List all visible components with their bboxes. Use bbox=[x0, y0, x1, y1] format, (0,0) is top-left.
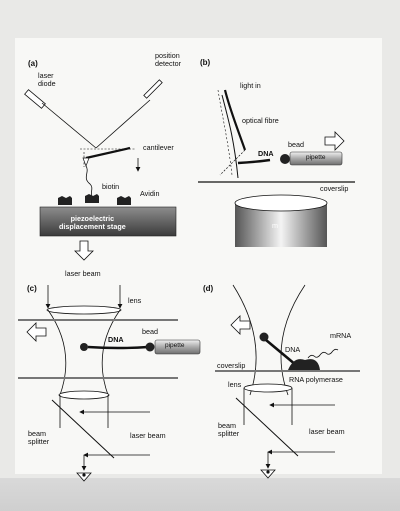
left-arrow-icon bbox=[26, 322, 47, 342]
laser-beam-top-label: laser beam bbox=[65, 269, 101, 278]
cantilever-label: cantilever bbox=[143, 143, 174, 152]
eye-icon-d bbox=[260, 469, 276, 479]
lens-c-top bbox=[46, 305, 122, 315]
dna-strand-d bbox=[265, 339, 297, 366]
bead-label-b: bead bbox=[288, 140, 304, 149]
panel-d-letter: (d) bbox=[203, 284, 214, 293]
panel-a-letter: (a) bbox=[28, 59, 38, 68]
beam-splitter-c bbox=[51, 399, 115, 459]
laser-beam-in bbox=[41, 102, 97, 149]
panel-b-letter: (b) bbox=[200, 58, 211, 67]
avidin-block-3 bbox=[117, 196, 131, 205]
scan-edge bbox=[0, 478, 400, 511]
dna-label-b: DNA bbox=[258, 149, 274, 158]
beam-splitter-label-d: beam splitter bbox=[218, 421, 240, 438]
avidin-block-1 bbox=[58, 196, 72, 205]
rna-polymerase-label: RNA polymerase bbox=[289, 375, 343, 384]
dna-strand-c bbox=[87, 345, 149, 350]
lens-label-d: lens bbox=[228, 380, 242, 389]
optical-fibre-icon bbox=[223, 89, 247, 151]
optical-fibre-label: optical fibre bbox=[242, 116, 279, 125]
mrna-label: mRNA bbox=[330, 331, 352, 340]
dna-label-c: DNA bbox=[108, 335, 124, 344]
beam-splitter-d bbox=[235, 397, 299, 457]
position-detector-icon bbox=[143, 79, 163, 99]
avidin-block-2 bbox=[85, 194, 99, 203]
pipette-label-c: pipette bbox=[165, 342, 185, 349]
bead-b bbox=[280, 154, 290, 164]
rna-polymerase-icon bbox=[288, 359, 320, 370]
cantilever-icon bbox=[85, 146, 131, 160]
lens-label-c: lens bbox=[128, 296, 142, 305]
lens-c-bottom bbox=[58, 390, 110, 400]
bead-label-c: bead bbox=[142, 327, 158, 336]
panel-a bbox=[24, 79, 177, 261]
panel-d bbox=[215, 284, 360, 479]
pipette-b bbox=[289, 151, 343, 166]
down-arrow-icon bbox=[74, 240, 94, 261]
laser-beam-label-c: laser beam bbox=[130, 431, 166, 440]
eye-icon-c bbox=[76, 472, 92, 482]
laser-diode-label: laser diode bbox=[38, 71, 56, 88]
bead-c bbox=[145, 342, 155, 352]
right-arrow-icon bbox=[324, 131, 345, 151]
mrna-icon bbox=[307, 348, 339, 359]
bead-c-left bbox=[80, 343, 88, 351]
panel-b bbox=[198, 89, 355, 247]
left-arrow-icon-d bbox=[230, 315, 251, 335]
tip-icon bbox=[82, 157, 90, 167]
dna-label-d: DNA bbox=[285, 345, 301, 354]
beam-splitter-label-c: beam splitter bbox=[28, 429, 50, 446]
lens-d bbox=[243, 383, 293, 393]
bead-d bbox=[259, 332, 269, 342]
laser-diode-icon bbox=[24, 89, 46, 109]
biotin-label: biotin bbox=[102, 182, 120, 191]
piezo-stage-label: piezoelectric displacement stage bbox=[59, 214, 126, 231]
objective-text: m bbox=[272, 221, 278, 230]
avidin-label: Avidin bbox=[140, 189, 160, 198]
position-detector-label: position detector bbox=[155, 51, 181, 68]
coverslip-label-b: coverslip bbox=[320, 184, 349, 193]
reflected-beam bbox=[95, 99, 151, 149]
piezo-stage bbox=[39, 206, 177, 237]
laser-beam-label-d: laser beam bbox=[309, 427, 345, 436]
panel-c bbox=[18, 285, 201, 482]
page bbox=[15, 38, 382, 474]
coverslip-label-d: coverslip bbox=[217, 361, 246, 370]
pipette-label-b: pipette bbox=[306, 154, 326, 161]
panel-c-letter: (c) bbox=[27, 284, 37, 293]
light-in-label: light in bbox=[240, 81, 261, 90]
pipette-c bbox=[154, 339, 201, 355]
dna-strand-b bbox=[237, 158, 271, 165]
